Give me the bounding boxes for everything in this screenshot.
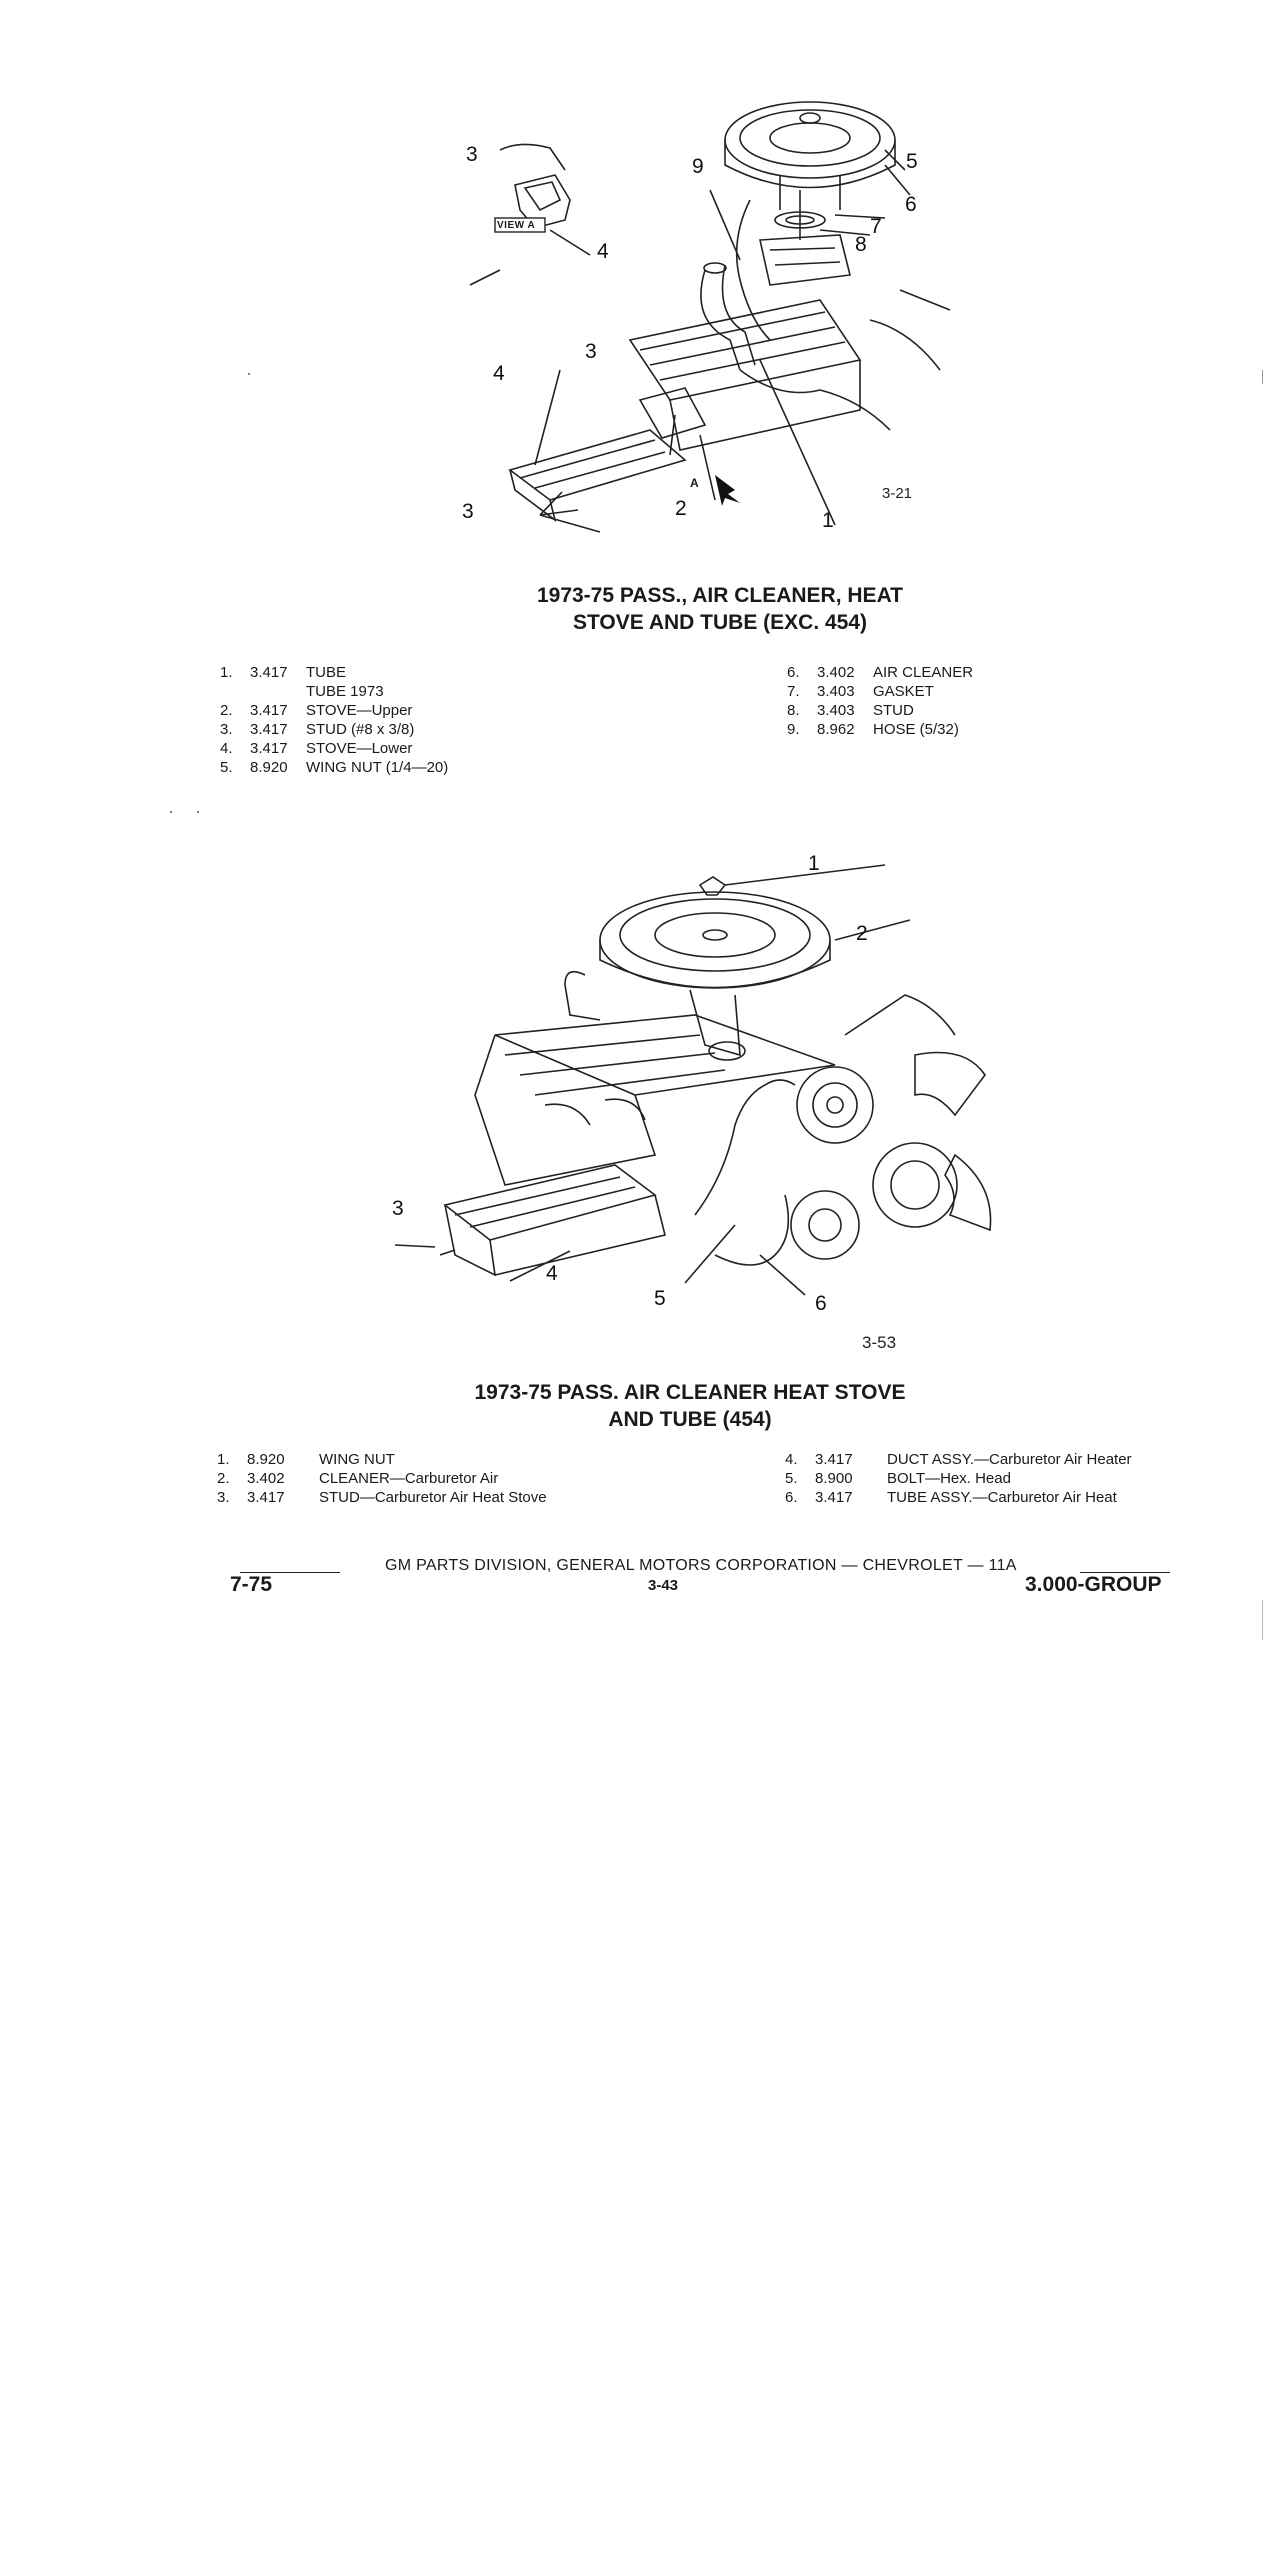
air-cleaner-exploded-diagram (469, 101, 951, 533)
scan-speck (248, 373, 250, 375)
callout-3-stud: 3 (585, 340, 597, 363)
scan-mark (1262, 370, 1263, 384)
callout-5: 5 (906, 150, 918, 173)
list-item: TUBE 1973 (306, 683, 384, 700)
footer-rule-left (240, 1572, 340, 1573)
callout-4: 4 (546, 1262, 558, 1285)
figure-2-caption: 1973-75 PASS. AIR CLEANER HEAT STOVE AND… (430, 1379, 950, 1433)
figure-2-illustration (394, 855, 1005, 1315)
callout-4-stove: 4 (493, 362, 505, 385)
view-a-label: VIEW A (497, 220, 536, 231)
callout-8: 8 (855, 233, 867, 256)
scan-speck (197, 811, 199, 813)
callout-3: 3 (392, 1197, 404, 1220)
callout-6: 6 (905, 193, 917, 216)
figure-1-caption: 1973-75 PASS., AIR CLEANER, HEAT STOVE A… (470, 582, 970, 636)
footer-group: 3.000-GROUP (1025, 1573, 1162, 1596)
footer-rule-right (1080, 1572, 1170, 1573)
figure-1-number: 3-21 (882, 485, 913, 502)
callout-5: 5 (654, 1287, 666, 1310)
figure-1-caption-line2: STOVE AND TUBE (EXC. 454) (572, 611, 868, 634)
callout-1: 1 (808, 852, 820, 875)
footer-publisher: GM PARTS DIVISION, GENERAL MOTORS CORPOR… (385, 1557, 1017, 1574)
figure-2-number: 3-53 (862, 1333, 897, 1352)
engine-air-cleaner-diagram (394, 864, 992, 1296)
callout-9: 9 (692, 155, 704, 178)
figure-1-caption-line1: 1973-75 PASS., AIR CLEANER, HEAT (536, 584, 904, 607)
figure-2-caption-line1: 1973-75 PASS. AIR CLEANER HEAT STOVE (474, 1381, 906, 1404)
callout-4-view: 4 (597, 240, 609, 263)
footer-date: 7-75 (230, 1573, 273, 1596)
callout-6: 6 (815, 1292, 827, 1315)
footer-page-number: 3-43 (648, 1577, 679, 1594)
callout-3-studs: 3 (462, 500, 474, 523)
callout-2: 2 (856, 922, 868, 945)
callout-3-view: 3 (466, 143, 478, 166)
callout-1: 1 (822, 509, 834, 532)
arrow-a-label: A (690, 476, 699, 490)
scan-speck (170, 811, 172, 813)
scan-mark (1262, 1600, 1263, 1640)
figure-1-illustration (440, 70, 960, 550)
callout-7: 7 (870, 215, 882, 238)
callout-2: 2 (675, 497, 687, 520)
figure-2-caption-line2: AND TUBE (454) (608, 1408, 772, 1431)
